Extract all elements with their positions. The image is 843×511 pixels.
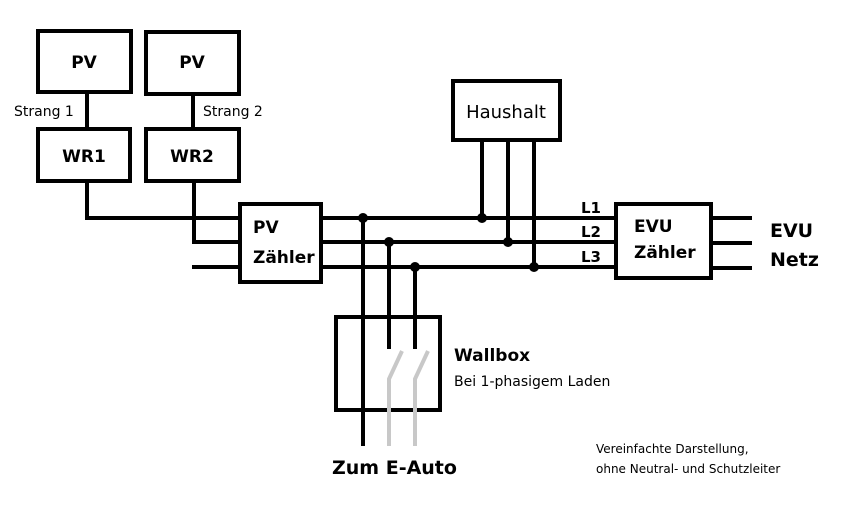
- inverter-1: WR1: [36, 127, 132, 183]
- household-label: Haushalt: [466, 102, 546, 123]
- household-l1-junction: [477, 213, 487, 223]
- pv-meter: PV Zähler: [238, 202, 323, 284]
- inverter-1-output-wire: [85, 181, 241, 220]
- inverter-2: WR2: [144, 127, 241, 183]
- pv-meter-label-1: PV: [253, 218, 279, 238]
- pv-module-2: PV: [144, 30, 241, 96]
- grid-label-1: EVU: [770, 220, 813, 242]
- evu-meter-label-2: Zähler: [634, 243, 696, 263]
- wallbox-subtitle: Bei 1-phasigem Laden: [454, 374, 610, 390]
- phase-label-l3: L3: [581, 248, 601, 266]
- wallbox-l3-open-switch: [413, 350, 430, 446]
- evu-meter-label-1: EVU: [634, 217, 673, 237]
- pv-module-2-label: PV: [179, 53, 205, 73]
- inverter-1-label: WR1: [62, 147, 106, 167]
- wallbox-l2-open-switch: [387, 350, 404, 446]
- wallbox-title: Wallbox: [454, 346, 530, 366]
- household: Haushalt: [451, 79, 562, 142]
- household-l2-junction: [503, 237, 513, 247]
- inverter-2-label: WR2: [170, 147, 214, 167]
- wallbox-l2-junction: [384, 237, 394, 247]
- phase-label-l2: L2: [581, 223, 601, 241]
- pv-module-1-label: PV: [71, 53, 97, 73]
- car-label: Zum E-Auto: [332, 457, 457, 479]
- wallbox-l3-junction: [410, 262, 420, 272]
- grid-label-2: Netz: [770, 249, 819, 271]
- pv-module-1: PV: [36, 29, 133, 94]
- string-1-label: Strang 1: [14, 104, 74, 120]
- wallbox-l1-junction: [358, 213, 368, 223]
- inverter-2-output-wire: [192, 181, 241, 244]
- household-l3-junction: [529, 262, 539, 272]
- pv-meter-label-2: Zähler: [253, 248, 315, 268]
- note-line-2: ohne Neutral- und Schutzleiter: [596, 462, 780, 476]
- note-line-1: Vereinfachte Darstellung,: [596, 442, 749, 456]
- evu-meter: EVU Zähler: [614, 202, 713, 280]
- phase-label-l1: L1: [581, 199, 601, 217]
- string-2-label: Strang 2: [203, 104, 263, 120]
